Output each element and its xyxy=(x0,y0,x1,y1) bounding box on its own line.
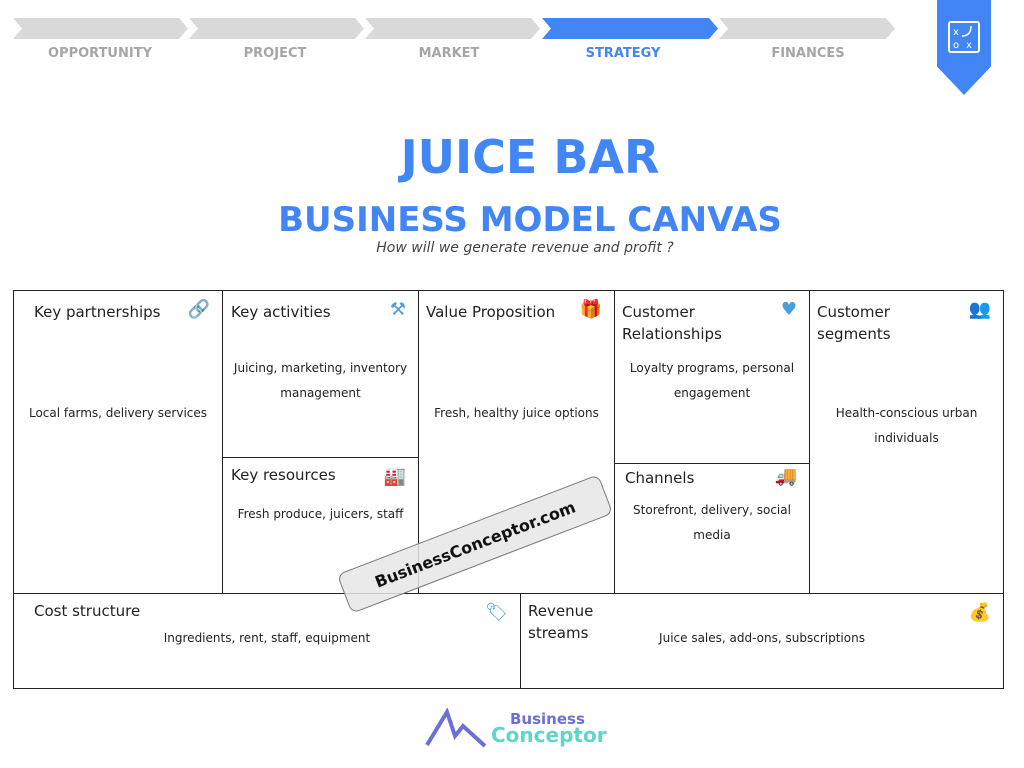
customer-relationships-text: Loyalty programs, personal engagement xyxy=(629,361,795,400)
business-conceptor-logo: Business Conceptor xyxy=(425,708,625,748)
step-strategy[interactable] xyxy=(542,18,718,39)
gift-icon: 🎁 xyxy=(579,299,602,320)
page-subtitle: BUSINESS MODEL CANVAS xyxy=(278,200,782,240)
step-label-finances[interactable]: FINANCES xyxy=(771,46,845,61)
heart-icon: ♥ xyxy=(780,299,797,320)
step-label-project[interactable]: PROJECT xyxy=(243,46,307,61)
channels-text: Storefront, delivery, social media xyxy=(633,503,791,542)
key-partnerships-text: Local farms, delivery services xyxy=(28,406,208,420)
key-activities-text: Juicing, marketing, inventory management xyxy=(233,361,408,400)
step-project[interactable] xyxy=(189,18,364,39)
factory-icon: 🏭 xyxy=(383,466,406,487)
channels-cell[interactable]: Channels 🚚 Storefront, delivery, social … xyxy=(614,463,810,594)
step-market[interactable] xyxy=(365,18,540,39)
svg-text:x: x xyxy=(966,40,972,51)
shovel-icon: ⚒ xyxy=(389,299,406,320)
page-question: How will we generate revenue and profit … xyxy=(376,240,674,256)
cost-structure-label: Cost structure xyxy=(34,602,141,620)
revenue-streams-cell[interactable]: Revenue streams 💰 Juice sales, add-ons, … xyxy=(520,593,1004,689)
logo-line1: Business xyxy=(510,710,585,728)
logo-line2: Conceptor xyxy=(491,723,607,747)
channels-label: Channels xyxy=(625,469,695,487)
value-proposition-label: Value Proposition xyxy=(426,303,556,321)
customer-segments-cell[interactable]: Customer segments 👥 Health-conscious urb… xyxy=(809,290,1004,594)
key-resources-text: Fresh produce, juicers, staff xyxy=(237,507,404,521)
cost-structure-text: Ingredients, rent, staff, equipment xyxy=(163,631,371,645)
customer-segments-text: Health-conscious urban individuals xyxy=(835,406,978,445)
truck-icon: 🚚 xyxy=(774,466,797,487)
tag-icon: 🏷 xyxy=(485,602,508,623)
customer-segments-label: Customer segments xyxy=(817,303,891,343)
svg-text:o: o xyxy=(953,40,959,51)
cost-structure-cell[interactable]: Cost structure 🏷 Ingredients, rent, staf… xyxy=(13,593,521,689)
step-finances[interactable] xyxy=(719,18,895,39)
step-label-strategy[interactable]: STRATEGY xyxy=(585,46,661,61)
customer-relationships-label: Customer Relationships xyxy=(622,303,722,343)
key-partnerships-cell[interactable]: Key partnerships 🔗 Local farms, delivery… xyxy=(13,290,223,594)
value-proposition-text: Fresh, healthy juice options xyxy=(434,406,599,420)
key-activities-label: Key activities xyxy=(231,303,331,321)
revenue-streams-label: Revenue streams xyxy=(528,602,594,642)
key-resources-label: Key resources xyxy=(231,466,336,484)
step-label-opportunity[interactable]: OPPORTUNITY xyxy=(47,46,152,61)
customer-relationships-cell[interactable]: Customer Relationships ♥ Loyalty program… xyxy=(614,290,810,464)
svg-text:x: x xyxy=(953,27,959,38)
step-label-market[interactable]: MARKET xyxy=(418,46,480,61)
page-title: JUICE BAR xyxy=(400,130,660,184)
key-resources-cell[interactable]: Key resources 🏭 Fresh produce, juicers, … xyxy=(222,457,419,594)
mountain-logo-icon xyxy=(425,708,487,748)
step-opportunity[interactable] xyxy=(13,18,188,39)
key-activities-cell[interactable]: Key activities ⚒ Juicing, marketing, inv… xyxy=(222,290,419,458)
users-icon: 👥 xyxy=(968,299,991,320)
link-icon: 🔗 xyxy=(187,299,210,320)
revenue-streams-text: Juice sales, add-ons, subscriptions xyxy=(659,631,865,645)
key-partnerships-label: Key partnerships xyxy=(34,303,161,321)
money-bag-icon: 💰 xyxy=(968,602,991,623)
